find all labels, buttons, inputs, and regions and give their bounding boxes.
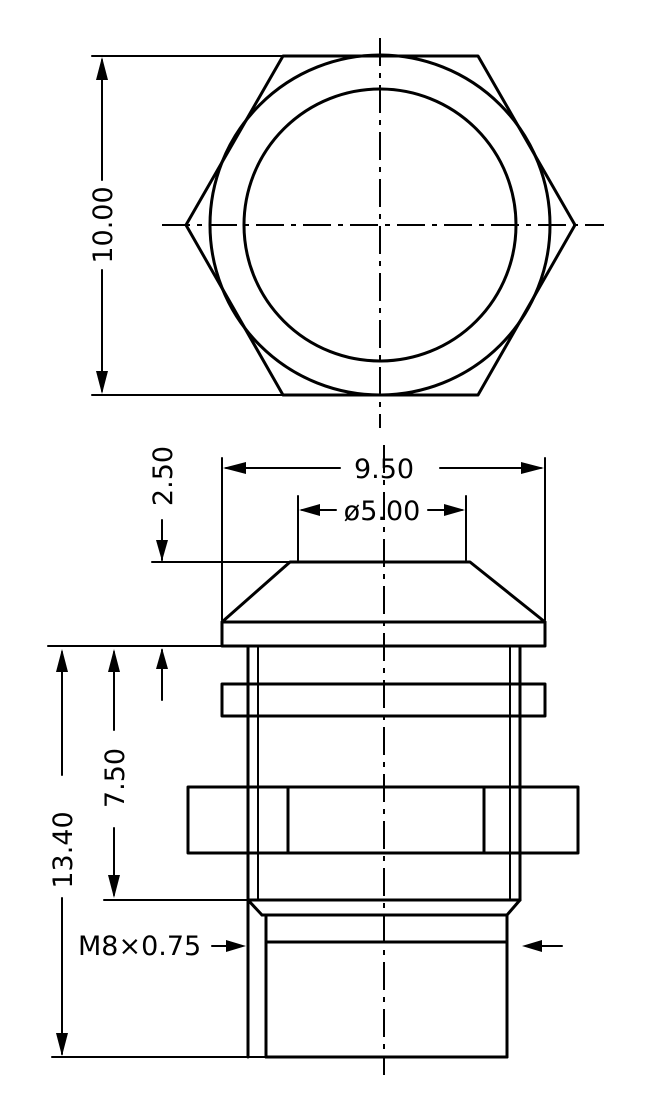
side-view: 9.50 ø5.00 2.50 7.50 13.40 M8×0.75: [47, 445, 580, 1075]
arrow-thread-spec-right: [522, 940, 542, 952]
dim-flange-diameter: 9.50: [354, 454, 414, 485]
arrow-thread-top: [108, 649, 120, 672]
arrow-cap-bottom: [156, 648, 168, 669]
thread-chamfer-right: [505, 898, 522, 917]
dim-hex-across-flats: 10.00: [88, 186, 119, 263]
arrow-flange-right: [521, 462, 544, 474]
dim-cap-height: 2.50: [148, 446, 179, 506]
thread-spec-label: M8×0.75: [78, 931, 201, 962]
top-view: 10.00: [88, 38, 604, 428]
arrow-hex-top: [96, 57, 108, 80]
arrow-total-bottom: [56, 1033, 68, 1056]
thread-chamfer-left: [246, 898, 264, 917]
dim-inner-diameter: ø5.00: [344, 496, 421, 527]
arrow-total-top: [56, 649, 68, 672]
arrow-inner-right: [444, 504, 465, 516]
arrow-hex-bottom: [96, 371, 108, 394]
arrow-thread-bottom: [108, 875, 120, 898]
dim-total-length: 13.40: [48, 811, 79, 888]
dim-thread-length: 7.50: [100, 748, 131, 808]
arrow-thread-spec-left: [226, 940, 246, 952]
arrow-flange-left: [223, 462, 246, 474]
arrow-inner-left: [299, 504, 320, 516]
arrow-cap-top: [156, 540, 168, 561]
